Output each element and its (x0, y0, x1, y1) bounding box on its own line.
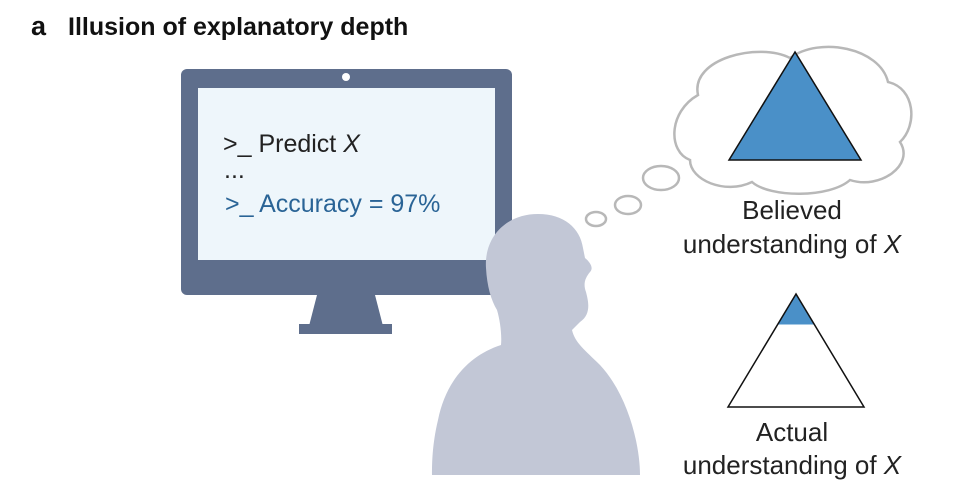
person-silhouette (432, 214, 640, 475)
monitor-stand (309, 295, 383, 326)
monitor-base (299, 324, 392, 334)
panel-letter: a (31, 11, 47, 41)
believed-sublabel: understanding of X (683, 229, 903, 259)
actual-triangle (726, 292, 866, 408)
believed-label: Believed (742, 195, 842, 225)
screen-ellipsis: ... (224, 156, 245, 184)
thought-dot-large (641, 164, 681, 192)
panel-title: Illusion of explanatory depth (68, 13, 408, 41)
believed-triangle-fill (729, 52, 861, 160)
actual-label: Actual (756, 417, 828, 447)
believed-triangle-outline (727, 50, 863, 161)
screen-line-predict: >_ Predict X (223, 130, 361, 158)
thought-bubbles (584, 164, 681, 228)
monitor-camera (342, 73, 350, 81)
screen-line-accuracy: >_ Accuracy = 97% (225, 190, 440, 218)
monitor-icon (181, 69, 512, 334)
actual-triangle-background (728, 294, 864, 407)
monitor-screen (198, 88, 495, 260)
actual-sublabel: understanding of X (683, 450, 903, 480)
thought-dot-medium (613, 194, 643, 216)
actual-triangle-fill (777, 294, 815, 325)
believed-triangle (727, 50, 863, 161)
thought-dot-small (584, 210, 608, 228)
actual-triangle-outline (726, 292, 866, 408)
